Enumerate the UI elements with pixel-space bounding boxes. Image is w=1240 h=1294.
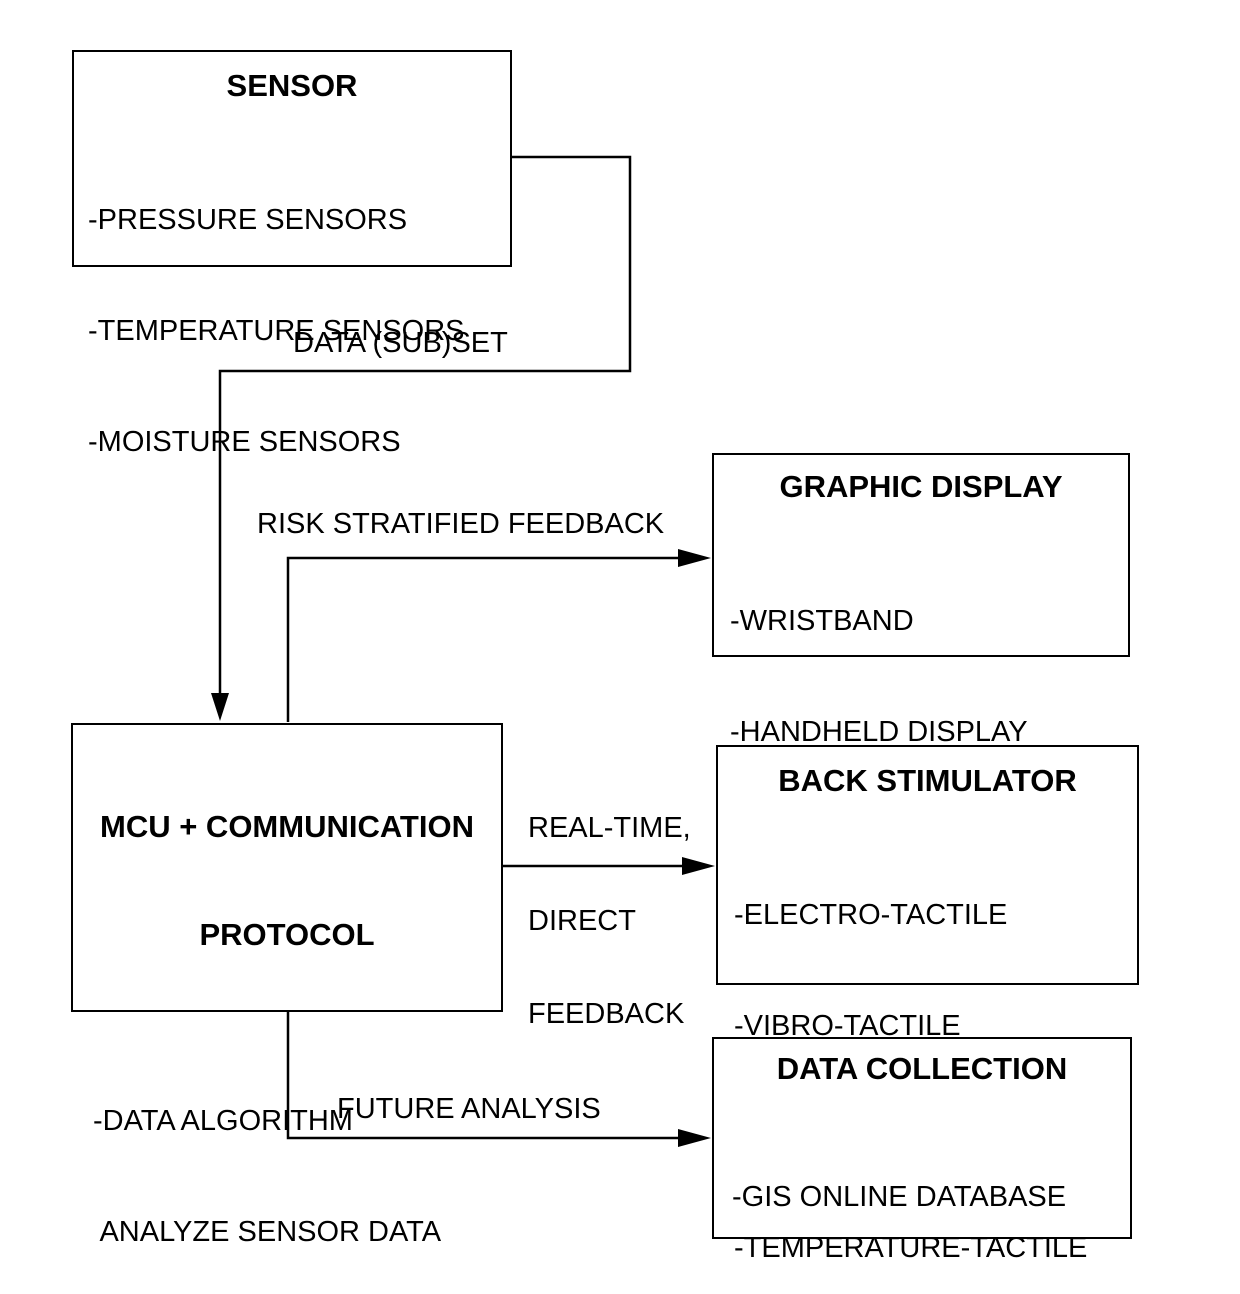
- list-item: ANALYZE SENSOR DATA: [93, 1216, 442, 1248]
- list-item: -PRESSURE SENSORS: [88, 204, 408, 236]
- connector-mcu-to-data-collection: [286, 1012, 680, 1140]
- mcu-communication-protocol-box: MCU + COMMUNICATION PROTOCOL -DATA ALGOR…: [71, 723, 503, 1248]
- arrowhead-mcu-to-graphic-display: [678, 549, 711, 567]
- graphic-display-box-title: GRAPHIC DISPLAY: [779, 469, 1063, 504]
- sensor-box: SENSOR -PRESSURE SENSORS -TEMPERATURE SE…: [72, 50, 512, 458]
- back-stimulator-box: BACK STIMULATOR -ELECTRO-TACTILE -VIBRO-…: [716, 745, 1139, 1264]
- sensor-box-title: SENSOR: [226, 68, 358, 103]
- list-item: -ELECTRO-TACTILE: [734, 899, 1008, 931]
- list-item: -WRISTBAND: [730, 605, 914, 637]
- data-collection-box: DATA COLLECTION -GIS ONLINE DATABASE -PC…: [712, 1037, 1132, 1294]
- risk-stratified-feedback-edge-label: RISK STRATIFIED FEEDBACK: [257, 508, 665, 540]
- list-item: -VIBRO-TACTILE: [734, 1010, 961, 1042]
- connector-mcu-to-graphic-display: [286, 556, 680, 722]
- back-stimulator-box-title: BACK STIMULATOR: [778, 763, 1077, 798]
- list-item: -TEMPERATURE SENSORS: [88, 315, 465, 347]
- list-item: -HANDHELD DISPLAY: [730, 716, 1028, 748]
- edge-label-line: DIRECT: [528, 905, 636, 937]
- arrowhead-mcu-to-data-collection: [678, 1129, 711, 1147]
- sensor-box-list: -PRESSURE SENSORS -TEMPERATURE SENSORS -…: [88, 128, 510, 535]
- edge-label-line: REAL-TIME,: [528, 812, 691, 844]
- edge-label-line: FEEDBACK: [528, 998, 685, 1030]
- connector-sensor-to-mcu: [218, 155, 632, 695]
- data-subset-edge-label: DATA (SUB)SET: [293, 327, 508, 359]
- graphic-display-box: GRAPHIC DISPLAY -WRISTBAND -HANDHELD DIS…: [712, 453, 1130, 859]
- list-item: -GIS ONLINE DATABASE: [732, 1181, 1067, 1213]
- list-item: -PC THROUGH USB: [732, 1290, 1130, 1294]
- mcu-box-title-line1: MCU + COMMUNICATION: [100, 809, 474, 844]
- data-collection-box-list: -GIS ONLINE DATABASE -PC THROUGH USB -PR…: [732, 1105, 1130, 1294]
- future-analysis-edge-label: FUTURE ANALYSIS: [337, 1093, 601, 1125]
- list-item: -MOISTURE SENSORS: [88, 426, 401, 458]
- mcu-box-title: MCU + COMMUNICATION PROTOCOL: [73, 737, 501, 1025]
- list-item: -DATA ALGORITHM: [93, 1105, 353, 1137]
- arrowhead-mcu-to-back-stimulator: [682, 857, 715, 875]
- real-time-direct-feedback-edge-label: REAL-TIME, DIRECT FEEDBACK: [528, 751, 691, 1092]
- arrowhead-sensor-to-mcu: [211, 693, 229, 721]
- mcu-box-list: -DATA ALGORITHM ANALYZE SENSOR DATA -WIR…: [93, 1029, 501, 1294]
- data-collection-box-title: DATA COLLECTION: [776, 1051, 1068, 1086]
- mcu-box-title-line2: PROTOCOL: [199, 917, 375, 952]
